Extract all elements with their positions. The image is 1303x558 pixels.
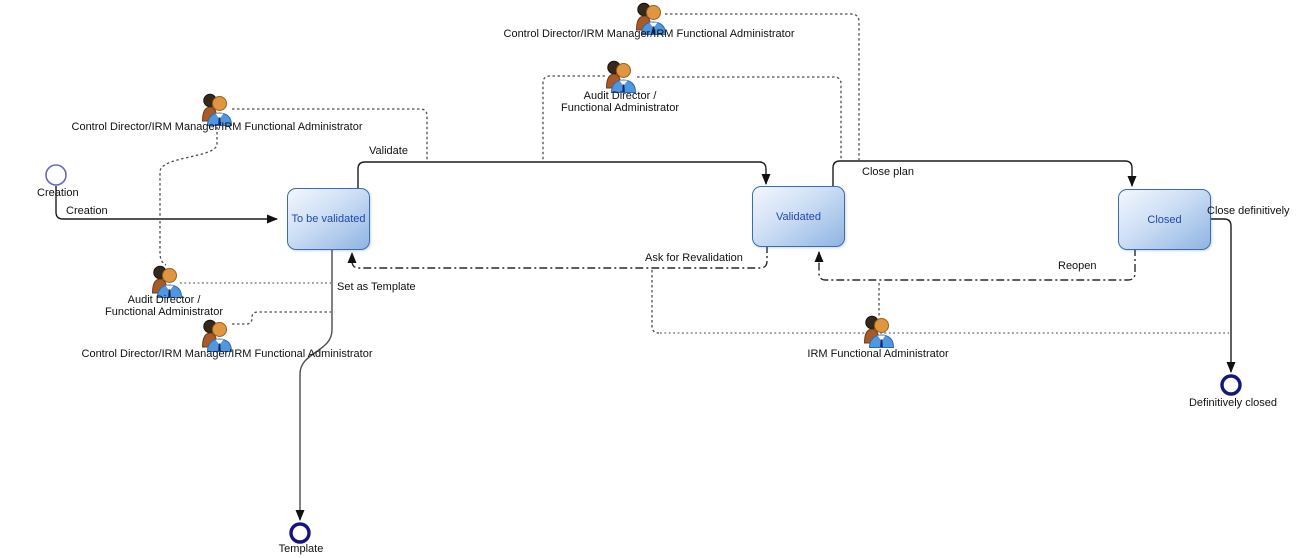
actor-label-control-director-top: Control Director/IRM Manager/IRM Functio…: [503, 28, 795, 40]
transition-line-set-as-template: [295, 248, 333, 521]
actor-label-audit-director-left: Audit Director / Functional Administrato…: [105, 294, 223, 318]
assoc-audit-top-close-plan: [637, 76, 842, 160]
transition-label-reopen: Reopen: [1058, 260, 1097, 272]
end-event-template-circle[interactable]: [289, 522, 311, 544]
transition-label-set-as-template: Set as Template: [337, 281, 416, 293]
start-event-creation-label: Creation: [37, 187, 79, 199]
transition-label-ask-for-revalidation: Ask for Revalidation: [645, 252, 743, 264]
actor-label-control-director-bottom: Control Director/IRM Manager/IRM Functio…: [81, 348, 373, 360]
assoc-audit-left-creation: [159, 221, 167, 266]
transition-label-creation: Creation: [66, 205, 108, 217]
actor-icon-audit-director-top[interactable]: [606, 60, 636, 93]
actor-label-audit-director-top-line1: Audit Director /: [583, 90, 657, 102]
state-closed[interactable]: Closed: [1118, 189, 1211, 250]
assoc-control-left-creation: [159, 122, 218, 217]
end-event-definitively-closed-circle[interactable]: [1220, 374, 1242, 396]
actor-label-audit-director-top: Audit Director / Functional Administrato…: [561, 90, 679, 114]
actor-label-audit-director-top-line2: Functional Administrator: [561, 102, 679, 114]
transition-label-close-definitively: Close definitively: [1207, 205, 1290, 217]
actor-label-audit-director-left-line2: Functional Administrator: [105, 306, 223, 318]
actor-icon-audit-director-left[interactable]: [152, 265, 182, 298]
state-to-be-validated[interactable]: To be validated: [287, 188, 370, 250]
start-event-creation-circle[interactable]: [45, 164, 67, 186]
actor-icon-control-director-bottom[interactable]: [202, 319, 232, 352]
assoc-control-bottom-set-as-template: [232, 311, 331, 325]
assoc-audit-top-validate: [542, 75, 605, 160]
assoc-irm-ask-for-revalidation: [651, 270, 660, 334]
transition-label-validate: Validate: [369, 145, 408, 157]
transition-line-reopen: [814, 248, 1136, 281]
transition-label-close-plan: Close plan: [862, 166, 914, 178]
actor-label-control-director-left: Control Director/IRM Manager/IRM Functio…: [71, 121, 363, 133]
state-validated[interactable]: Validated: [752, 186, 845, 247]
actor-label-irm-functional-administrator: IRM Functional Administrator: [807, 348, 949, 360]
end-event-template-label: Template: [278, 543, 324, 555]
end-event-definitively-closed-label: Definitively closed: [1188, 397, 1278, 409]
transition-line-ask-for-revalidation: [347, 245, 768, 269]
transition-line-close-plan: [832, 160, 1137, 187]
actor-label-audit-director-left-line1: Audit Director /: [127, 294, 201, 306]
transition-line-validate: [357, 161, 771, 188]
transition-line-creation: [55, 186, 278, 224]
transition-line-close-definitively: [1209, 218, 1236, 373]
actor-icon-irm-functional-administrator[interactable]: [864, 315, 894, 348]
assoc-control-top-close-plan: [665, 13, 860, 160]
